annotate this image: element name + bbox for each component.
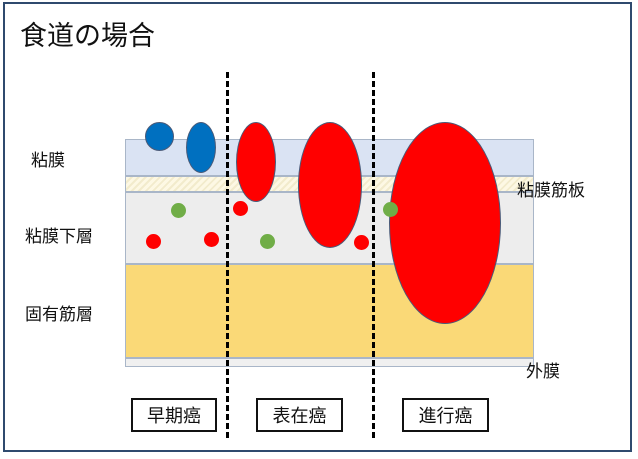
green-dot xyxy=(171,203,186,218)
superficial-tumor-1 xyxy=(236,122,276,202)
green-dot xyxy=(260,234,275,249)
divider-early-superficial xyxy=(226,72,229,438)
early-tumor-small xyxy=(145,122,174,151)
green-dot xyxy=(383,202,398,217)
label-adventitia: 外膜 xyxy=(526,362,560,382)
red-dot xyxy=(146,234,161,249)
stage-advanced: 進行癌 xyxy=(402,398,489,432)
diagram-title: 食道の場合 xyxy=(20,21,155,52)
layer-adventitia xyxy=(125,358,534,367)
label-muscularis-propria: 固有筋層 xyxy=(25,305,93,325)
label-mucosa: 粘膜 xyxy=(31,151,65,171)
superficial-tumor-2 xyxy=(298,122,362,248)
advanced-tumor xyxy=(389,122,501,324)
label-muscularis-mucosae: 粘膜筋板 xyxy=(517,181,585,201)
early-tumor-oval xyxy=(186,122,216,173)
red-dot xyxy=(233,201,248,216)
stage-superficial: 表在癌 xyxy=(256,398,343,432)
label-submucosa: 粘膜下層 xyxy=(25,227,93,247)
stage-early: 早期癌 xyxy=(131,398,217,432)
divider-superficial-advanced xyxy=(372,72,375,438)
red-dot xyxy=(204,232,219,247)
red-dot xyxy=(354,235,369,250)
